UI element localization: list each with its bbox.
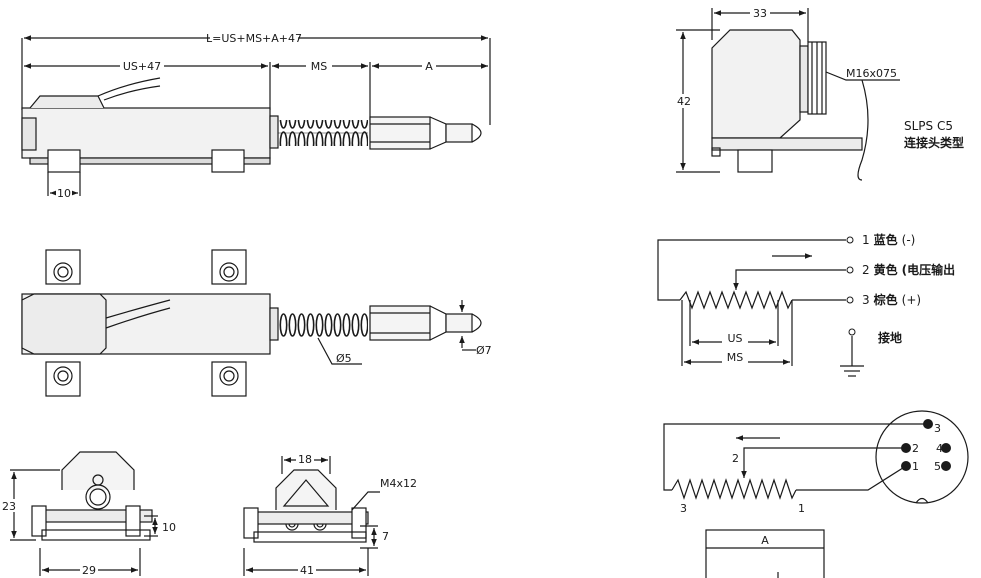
wiring-terminals: [846, 236, 856, 336]
end-view-right-labels: 18 M4x12 7 41: [296, 453, 417, 577]
side-view: [21, 35, 491, 196]
pin2-desc: (电压输出: [902, 262, 956, 277]
end-view-left-labels: 23 10 29: [2, 499, 176, 577]
a-box-label: A: [761, 534, 769, 547]
h23-label: 23: [2, 500, 16, 513]
right-end-label: 1: [798, 502, 805, 515]
m16-label: M16x075: [846, 67, 897, 80]
w33-label: 33: [753, 7, 767, 20]
pin-1-dot: [901, 461, 911, 471]
connector-model: SLPS C5: [904, 119, 953, 133]
pin-5-label: 5: [934, 460, 941, 473]
us-range-label: US: [727, 332, 742, 345]
svg-text:1蓝色(-): 1 蓝色 (-): [862, 232, 915, 247]
wiper-label: 2: [732, 452, 739, 465]
end-view-left: [10, 451, 158, 576]
pin-1-label: 1: [912, 460, 919, 473]
pin3-color: 棕色: [873, 292, 898, 307]
d7-label: Ø7: [476, 344, 492, 357]
ms-range-label: MS: [727, 351, 743, 364]
w41-label: 41: [300, 564, 314, 577]
pin-3-dot: [923, 419, 933, 429]
ms-label: MS: [311, 60, 327, 73]
h7-label: 7: [382, 530, 389, 543]
w29-label: 29: [82, 564, 96, 577]
w18-label: 18: [298, 453, 312, 466]
side-view-labels: L=US+MS+A+47 US+47 MS A 10: [56, 31, 436, 200]
pin-2-label: 2: [912, 442, 919, 455]
left-end-label: 3: [680, 502, 687, 515]
top-view: [21, 249, 482, 397]
h42-label: 42: [677, 95, 691, 108]
pinout-diagram: [663, 410, 969, 578]
svg-text:3棕色(+): 3棕色 (+): [862, 292, 921, 307]
terminal-1: [846, 236, 854, 244]
ground-label: 接地: [878, 330, 902, 345]
terminal-ground: [848, 328, 856, 336]
end-view-right: [243, 456, 380, 576]
pin2-num: 2: [862, 263, 870, 277]
pin3-num: 3: [862, 293, 870, 307]
pin3-sign: (+): [902, 293, 921, 307]
pin-4-dot: [941, 443, 951, 453]
terminal-3: [846, 296, 854, 304]
ten-label: 10: [57, 187, 71, 200]
connector-view: [676, 8, 900, 181]
top-view-labels: Ø5 Ø7: [336, 344, 492, 365]
terminal-2: [846, 266, 854, 274]
total-length-label: L=US+MS+A+47: [206, 32, 302, 45]
connector-labels: 33 42 M16x075 SLPS C5 连接头类型: [676, 6, 964, 150]
svg-text:2黄色(电压输出: 2 黄色 (电压输出: [862, 262, 955, 277]
pin-5-dot: [941, 461, 951, 471]
pinout-labels: 3 2 4 1 5 2 3 1 A: [680, 422, 943, 547]
pinout-pins: [901, 419, 951, 471]
pin-3-label: 3: [934, 422, 941, 435]
us47-label: US+47: [123, 60, 161, 73]
pin-2-dot: [901, 443, 911, 453]
pin1-sign: (-): [902, 233, 916, 247]
wiring-diagram: [657, 239, 864, 377]
pin2-color: 黄色: [874, 262, 898, 277]
d5-label: Ø5: [336, 352, 352, 365]
connector-type-label: 连接头类型: [904, 135, 964, 150]
pin-4-label: 4: [936, 442, 943, 455]
m4x12-label: M4x12: [380, 477, 417, 490]
pin1-color: 蓝色: [874, 232, 898, 247]
a-label: A: [425, 60, 433, 73]
pin1-num: 1: [862, 233, 870, 247]
h10-label: 10: [162, 521, 176, 534]
